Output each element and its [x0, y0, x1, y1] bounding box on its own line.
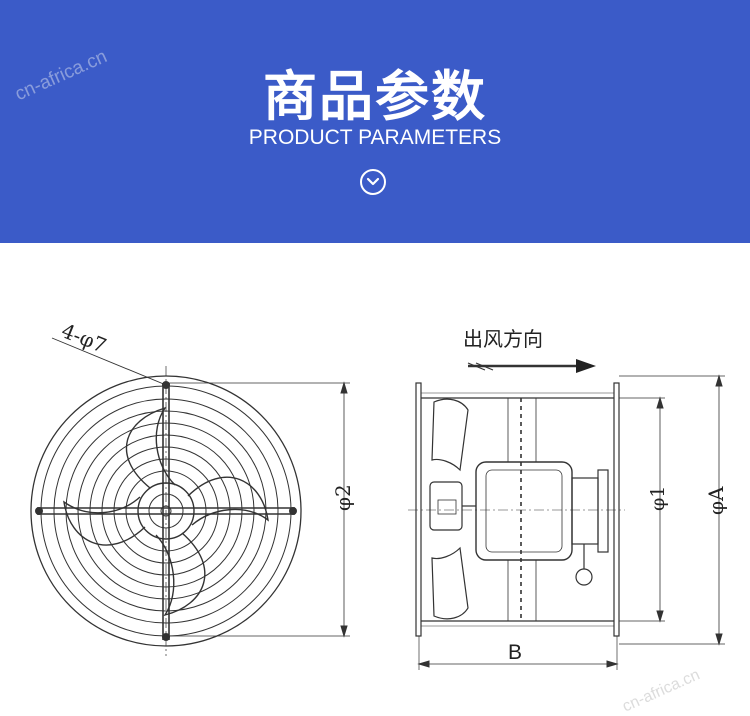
fan-blade — [125, 406, 176, 489]
mounting-hole — [289, 507, 297, 515]
side-view — [408, 359, 725, 670]
side-blade — [431, 398, 469, 472]
hole-leader — [51, 337, 167, 386]
fan-blade — [63, 496, 146, 546]
mounting-hole — [35, 507, 43, 515]
inner-diameter-label: φ1 — [647, 486, 669, 511]
motor-terminal-box — [571, 477, 599, 545]
cable-gland — [575, 568, 593, 586]
fan-blade — [187, 476, 269, 526]
motor-body — [475, 461, 573, 561]
side-blade — [431, 546, 469, 620]
diameter-label: φ2 — [331, 484, 355, 511]
hole-label: 4-φ7 — [58, 318, 110, 358]
technical-drawing: 4-φ7 φ2 出风方向 φ1 φA B — [30, 318, 728, 670]
outer-diameter-label: φA — [704, 486, 728, 515]
chevron-down-icon — [366, 177, 380, 186]
side-hub — [429, 481, 463, 531]
header-banner: 商品参数 PRODUCT PARAMETERS — [0, 0, 750, 243]
rear-flange — [613, 382, 620, 637]
airflow-arrow — [467, 359, 596, 373]
fan-blade — [155, 532, 206, 617]
front-flange — [415, 382, 422, 637]
airflow-label: 出风方向 — [463, 327, 543, 351]
front-view — [30, 337, 350, 656]
scroll-down-button[interactable] — [360, 169, 386, 195]
page-subtitle: PRODUCT PARAMETERS — [248, 126, 502, 149]
page-title: 商品参数 — [263, 65, 487, 128]
length-label: B — [508, 641, 522, 664]
